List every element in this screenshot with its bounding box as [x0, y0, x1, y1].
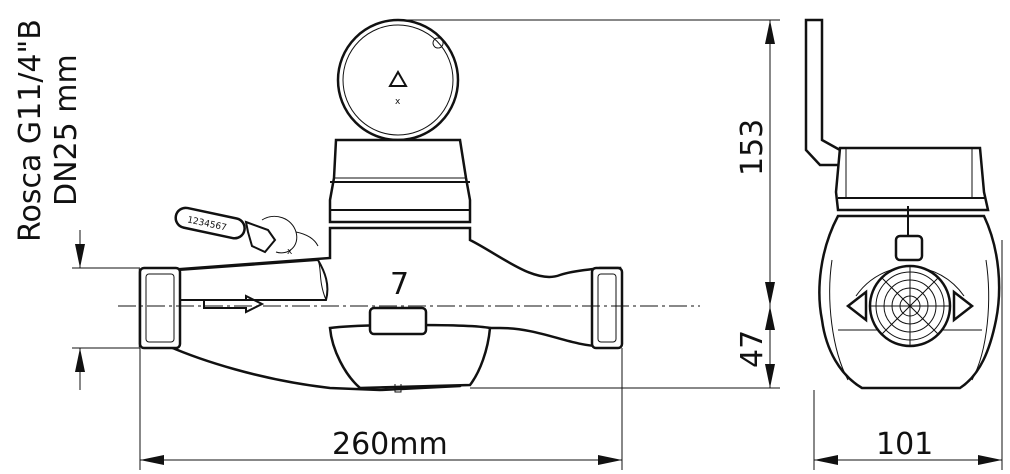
register-housing [328, 138, 472, 224]
nominal-diameter-label: DN25 mm [49, 54, 84, 206]
length-label: 260mm [332, 427, 448, 462]
width-dimension [813, 240, 1003, 470]
height-lower-label: 47 [735, 330, 770, 368]
pipe-diameter-dimension [72, 230, 140, 390]
register-number: 7 [390, 267, 409, 302]
register-dial: x [336, 18, 460, 142]
height-dimension [765, 20, 775, 388]
thread-label: Rosca G11/4"B [13, 19, 48, 242]
height-upper-label: 153 [735, 119, 770, 176]
svg-text:x: x [287, 247, 293, 257]
seal-tag: 1234567 x [174, 206, 319, 257]
width-label: 101 [876, 427, 933, 462]
meter-body [138, 226, 624, 393]
side-view [804, 18, 1001, 390]
length-dimension [139, 348, 623, 470]
svg-text:x: x [395, 97, 401, 107]
